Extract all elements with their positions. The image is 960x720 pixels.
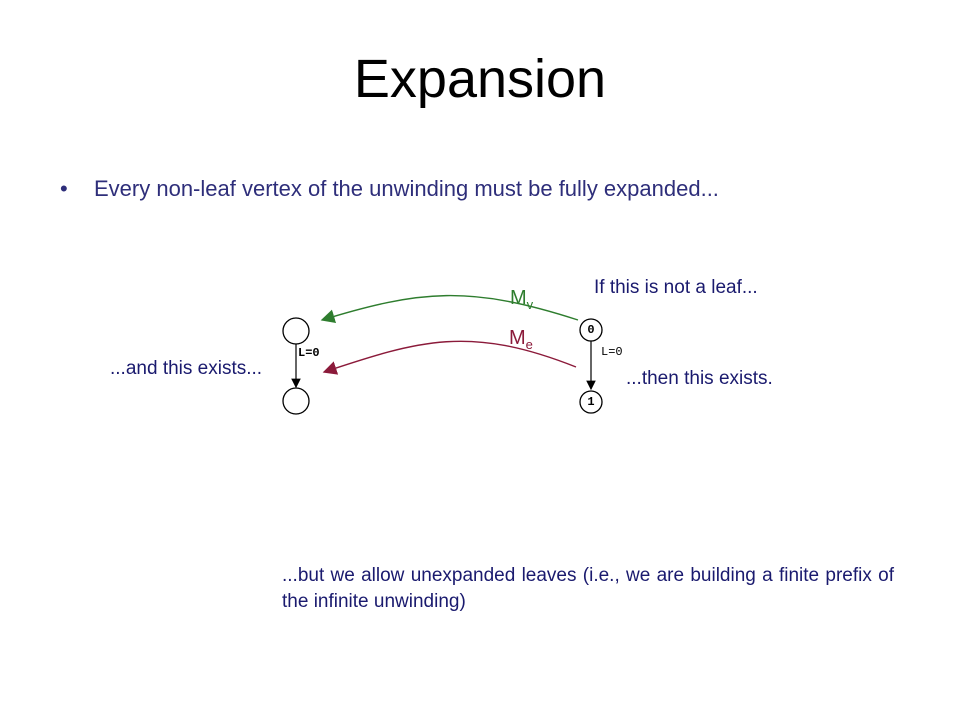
right-vertex-top-label: 0 [587, 323, 595, 337]
right-vertex-bottom [579, 390, 603, 414]
annotation-then-exists: ...then this exists. [626, 368, 773, 389]
map-e-label: Me [509, 327, 533, 352]
right-edge-label: L=0 [601, 345, 623, 359]
annotation-not-leaf: If this is not a leaf... [594, 277, 758, 298]
map-v-label: Mv [510, 287, 534, 312]
slide-title: Expansion [353, 49, 607, 109]
map-e-arrow [322, 340, 577, 375]
bullet-text: Every non-leaf vertex of the unwinding m… [94, 176, 719, 201]
left-vertex-top [282, 317, 310, 345]
unexpanded-leaves-note: ...but we allow unexpanded leaves (i.e.,… [282, 565, 894, 612]
left-edge-label: L=0 [298, 346, 320, 360]
right-vertex-bottom-label: 1 [587, 395, 595, 409]
left-vertex-bottom [282, 387, 310, 415]
bullet-marker: • [60, 176, 68, 201]
bullet-item: • Every non-leaf vertex of the unwinding … [60, 176, 719, 202]
map-v-arrow [320, 294, 579, 324]
annotation-and-exists: ...and this exists... [110, 358, 263, 379]
